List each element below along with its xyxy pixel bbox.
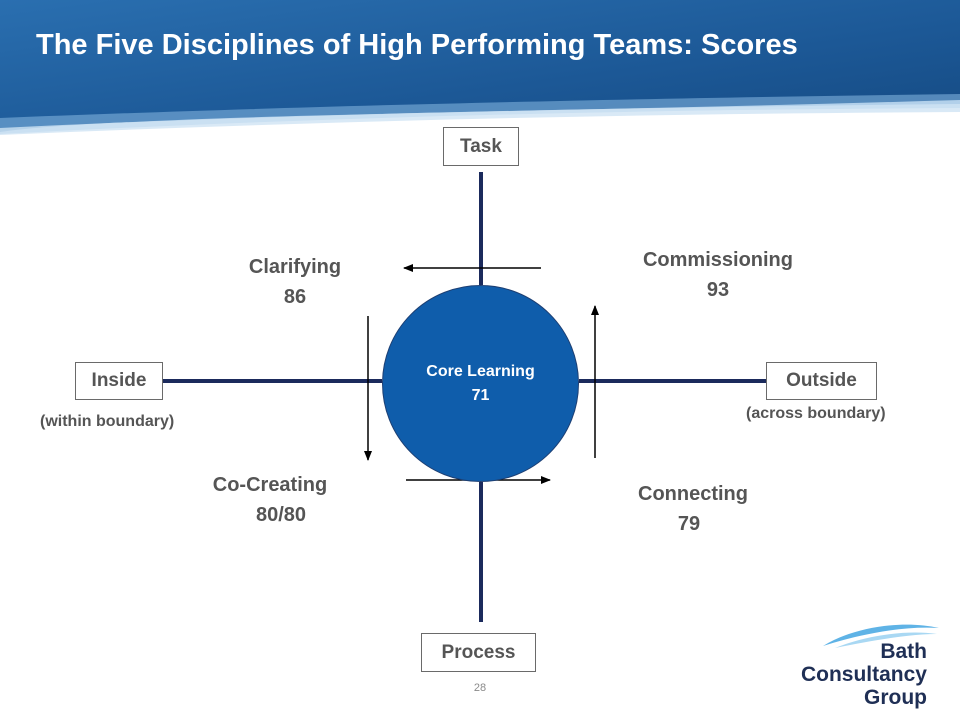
connecting-label: Connecting — [638, 483, 748, 505]
slide-title: The Five Disciplines of High Performing … — [36, 29, 798, 61]
clarifying-group: Clarifying 86 — [230, 252, 360, 312]
connecting-group: Connecting 79 — [620, 479, 766, 539]
inside-sublabel: (within boundary) — [40, 413, 175, 430]
logo-text-line2: Consultancy — [800, 663, 927, 686]
core-learning-label: Core Learning — [426, 362, 535, 380]
logo-text-line3: Group — [864, 686, 927, 709]
task-label: Task — [460, 135, 502, 157]
process-box: Process — [421, 633, 536, 672]
bath-consultancy-logo: Bath Consultancy Group — [801, 620, 945, 715]
logo-swoosh-icon — [823, 624, 939, 648]
clarifying-score: 86 — [283, 286, 307, 308]
commissioning-score: 93 — [706, 279, 730, 301]
core-learning-circle: Core Learning 71 — [382, 285, 579, 482]
outside-sublabel: (across boundary) — [746, 405, 886, 422]
header-banner — [0, 0, 960, 135]
co-creating-label: Co-Creating — [212, 474, 328, 496]
page-number: 28 — [473, 682, 487, 694]
commissioning-label: Commissioning — [642, 249, 793, 271]
inside-label: Inside — [91, 370, 147, 391]
inside-box: Inside — [75, 362, 163, 400]
task-box: Task — [443, 127, 519, 166]
commissioning-group: Commissioning 93 — [620, 245, 816, 305]
logo-text-line1: Bath — [880, 640, 927, 663]
core-learning-score: 71 — [471, 386, 490, 404]
co-creating-score: 80/80 — [255, 504, 307, 526]
outside-label: Outside — [786, 370, 857, 391]
process-label: Process — [441, 641, 516, 663]
clarifying-label: Clarifying — [248, 256, 342, 278]
co-creating-group: Co-Creating 80/80 — [195, 470, 345, 530]
outside-box: Outside — [766, 362, 877, 400]
connecting-score: 79 — [677, 513, 701, 535]
